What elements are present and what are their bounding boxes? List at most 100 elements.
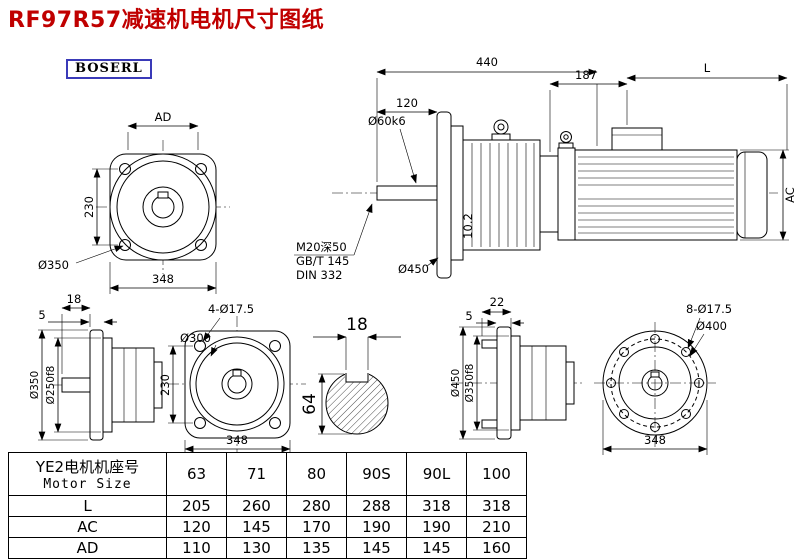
shaft-stub xyxy=(61,377,91,393)
flange-circles xyxy=(109,153,217,261)
cell: 318 xyxy=(466,495,527,517)
dim-187-label: 187 xyxy=(575,68,597,82)
table-row-L: L 205 260 280 288 318 318 xyxy=(8,495,527,517)
motor-fins xyxy=(578,156,734,234)
keyway-notch xyxy=(157,191,169,199)
dim-22: 22 xyxy=(481,295,512,336)
output-shaft xyxy=(376,185,438,201)
dim-ac: AC xyxy=(740,149,797,241)
cell: 135 xyxy=(286,537,347,559)
adapter-eyebolt xyxy=(558,131,574,149)
dim-22-label: 22 xyxy=(490,295,505,309)
corner-bolt-holes xyxy=(194,340,281,429)
col-header: 100 xyxy=(466,452,527,496)
dim-dia450: Ø450 xyxy=(450,326,495,440)
dim-18-label: 18 xyxy=(67,292,82,306)
label-dia300: Ø300 xyxy=(180,331,218,357)
shaft-dia-label: Ø60k6 xyxy=(368,114,406,128)
dim-120-label: 120 xyxy=(396,96,418,110)
dim-348: 348 xyxy=(602,400,708,455)
cell: 210 xyxy=(466,516,527,538)
bolt-top xyxy=(481,339,498,349)
dim-348: 348 xyxy=(109,262,217,294)
dim-10-2-label: 10.2 xyxy=(461,213,475,239)
input-flange-front-view: 8-Ø17.5 Ø400 348 xyxy=(594,302,732,455)
dia-350-label: Ø350 xyxy=(38,258,69,272)
dim-230: 230 xyxy=(82,168,118,246)
cell: 110 xyxy=(166,537,227,559)
fan-cowl xyxy=(736,151,768,239)
second-stage-housing xyxy=(539,155,559,233)
dim-230-label: 230 xyxy=(82,196,96,218)
label-dia400: Ø400 xyxy=(689,319,727,357)
holes-note-label: 4-Ø17.5 xyxy=(208,302,254,316)
dim-5: 5 xyxy=(465,309,524,327)
cell: 130 xyxy=(226,537,287,559)
cell: 205 xyxy=(166,495,227,517)
housing-ribs xyxy=(471,143,535,247)
cell: 288 xyxy=(346,495,407,517)
spigot xyxy=(510,335,521,431)
shaft-section-view: 18 64 xyxy=(300,315,401,435)
dim-L: L xyxy=(626,61,788,150)
housing xyxy=(519,345,575,421)
keyway-notch xyxy=(650,371,660,378)
std-note2-label: DIN 332 xyxy=(296,268,342,282)
row-label: AC xyxy=(8,516,167,538)
bolt-holes xyxy=(606,334,704,432)
cell: 190 xyxy=(346,516,407,538)
table-row-AC: AC 120 145 170 190 190 210 xyxy=(8,516,527,538)
row-label: AD xyxy=(8,537,167,559)
centerlines xyxy=(594,322,716,448)
output-flange-front-top-view: AD 230 Ø350 348 xyxy=(38,110,230,294)
dim-230: 230 xyxy=(158,345,193,424)
cell: 145 xyxy=(406,537,467,559)
corner-bolt-holes xyxy=(119,163,207,251)
dia-250-label: Ø250f8 xyxy=(45,366,57,405)
dim-440-label: 440 xyxy=(476,55,498,69)
input-flange-side-view: 22 5 Ø450 Ø350f8 xyxy=(450,295,582,440)
std-note1-label: GB/T 145 xyxy=(296,254,349,268)
tap-note-label: M20深50 xyxy=(296,240,347,254)
motor-size-table: YE2电机机座号 Motor Size 63 71 80 90S 90L 100… xyxy=(8,452,527,559)
dim-18: 18 xyxy=(61,292,91,374)
col-header: 80 xyxy=(286,452,347,496)
flange-plate xyxy=(89,329,104,441)
dim-348-label: 348 xyxy=(152,272,174,286)
dim-348-label: 348 xyxy=(226,433,248,447)
keyway-cut xyxy=(345,370,369,382)
dia-350-label: Ø350f8 xyxy=(464,364,476,403)
keyway-outline xyxy=(345,373,369,383)
motor-adapter-flange xyxy=(557,147,576,241)
dia-300-label: Ø300 xyxy=(180,331,211,345)
dim-230-label: 230 xyxy=(158,374,172,396)
dim-5-label: 5 xyxy=(38,308,45,322)
cell: 190 xyxy=(406,516,467,538)
table-header-cell: YE2电机机座号 Motor Size xyxy=(8,452,167,496)
motor-body xyxy=(574,149,738,241)
cell: 120 xyxy=(166,516,227,538)
table-header-en: Motor Size xyxy=(43,477,132,492)
gear-housing xyxy=(462,139,541,251)
cell: 145 xyxy=(346,537,407,559)
terminal-box xyxy=(611,127,663,151)
dim-5-label: 5 xyxy=(465,309,472,323)
dim-L-label: L xyxy=(704,61,711,75)
dim-18-label: 18 xyxy=(346,315,368,335)
dim-dia350: Ø350f8 xyxy=(464,335,509,431)
holes-note: 4-Ø17.5 xyxy=(202,302,254,342)
dia-450-label: Ø450 xyxy=(398,262,429,276)
table-row-AD: AD 110 130 135 145 145 160 xyxy=(8,537,527,559)
flange-plate xyxy=(184,330,291,439)
dim-18-keyway: 18 xyxy=(313,315,401,370)
cell: 260 xyxy=(226,495,287,517)
flange-plate xyxy=(109,153,217,261)
flange-hub xyxy=(450,125,464,261)
dim-ad: AD xyxy=(127,110,199,150)
dim-dia350: Ø350 xyxy=(29,329,88,441)
flange-plate xyxy=(496,326,512,440)
cell: 145 xyxy=(226,516,287,538)
shaft-end-tap-note: M20深50 GB/T 145 DIN 332 xyxy=(294,203,373,282)
col-header: 90L xyxy=(406,452,467,496)
brand-logo: BOSERL xyxy=(66,59,152,79)
